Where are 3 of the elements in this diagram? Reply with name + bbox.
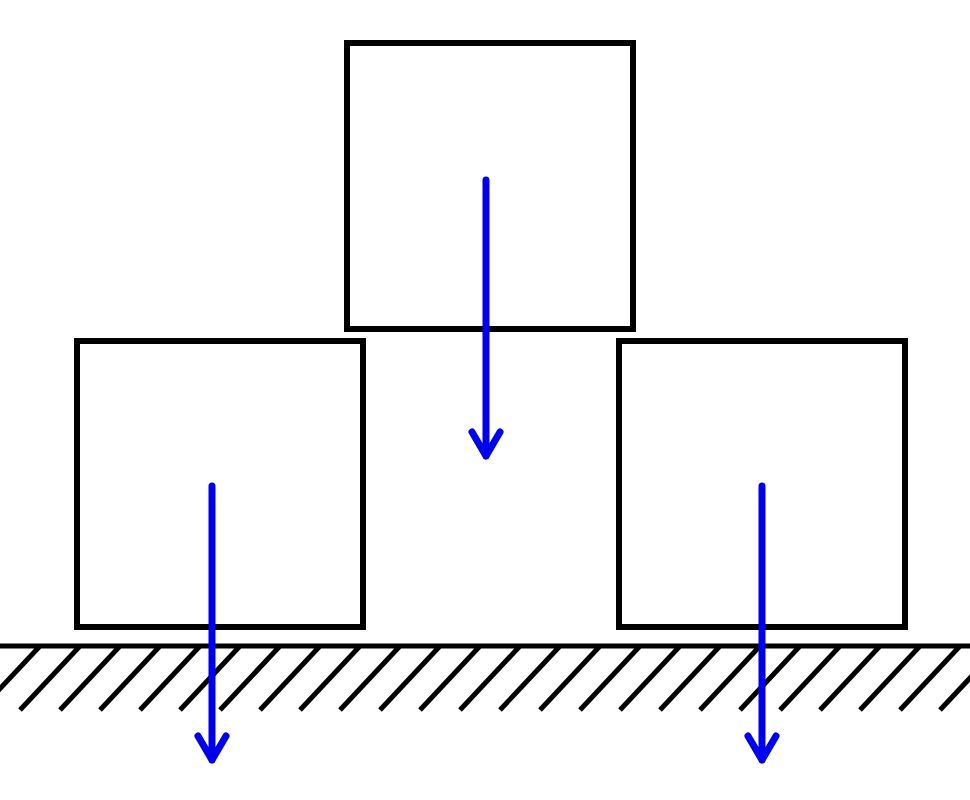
block [616, 338, 908, 630]
block [344, 40, 636, 332]
block [74, 338, 366, 630]
